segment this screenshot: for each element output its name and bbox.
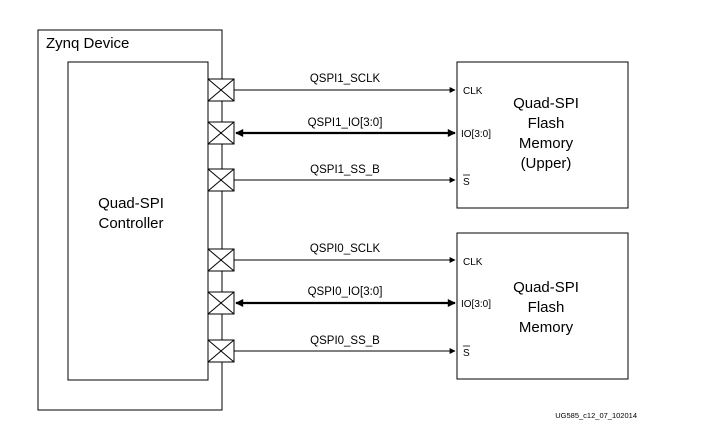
flash-upper-line4: (Upper) [521,155,572,172]
flash-upper-line1: Quad-SPI [513,95,579,112]
flash-lower-ss-pin: S [463,348,470,359]
qspi1-io-label: QSPI1_IO[3:0] [308,117,383,129]
qspi0-io-label: QSPI0_IO[3:0] [308,286,383,298]
qspi1-ss-label: QSPI1_SS_B [310,164,380,176]
flash-lower-line2: Flash [528,299,565,316]
flash-lower-clk-pin: CLK [463,257,483,268]
quad-spi-controller-box [67,61,209,381]
flash-lower-line1: Quad-SPI [513,279,579,296]
io-pad [207,121,235,145]
flash-upper-ss-pin: S [463,177,470,188]
qspi0-ss-label: QSPI0_SS_B [310,335,380,347]
flash-upper-line3: Memory [519,135,574,152]
flash-memory-upper-box [456,61,629,209]
io-pad [207,339,235,363]
flash-upper-io-pin: IO[3:0] [461,129,491,140]
flash-upper-line2: Flash [528,115,565,132]
controller-label-line2: Controller [98,215,163,232]
flash-memory-lower-box [456,232,629,380]
io-pad [207,78,235,102]
io-pad [207,248,235,272]
flash-lower-line3: Memory [519,319,574,336]
qspi0-sclk-label: QSPI0_SCLK [310,243,381,255]
figure-id: UG585_c12_07_102014 [555,411,637,420]
zynq-device-label: Zynq Device [46,35,129,52]
flash-upper-clk-pin: CLK [463,86,483,97]
qspi1-sclk-label: QSPI1_SCLK [310,73,381,85]
zynq-device-box [37,29,223,411]
io-pad [207,291,235,315]
flash-lower-io-pin: IO[3:0] [461,299,491,310]
controller-label-line1: Quad-SPI [98,195,164,212]
io-pad [207,168,235,192]
